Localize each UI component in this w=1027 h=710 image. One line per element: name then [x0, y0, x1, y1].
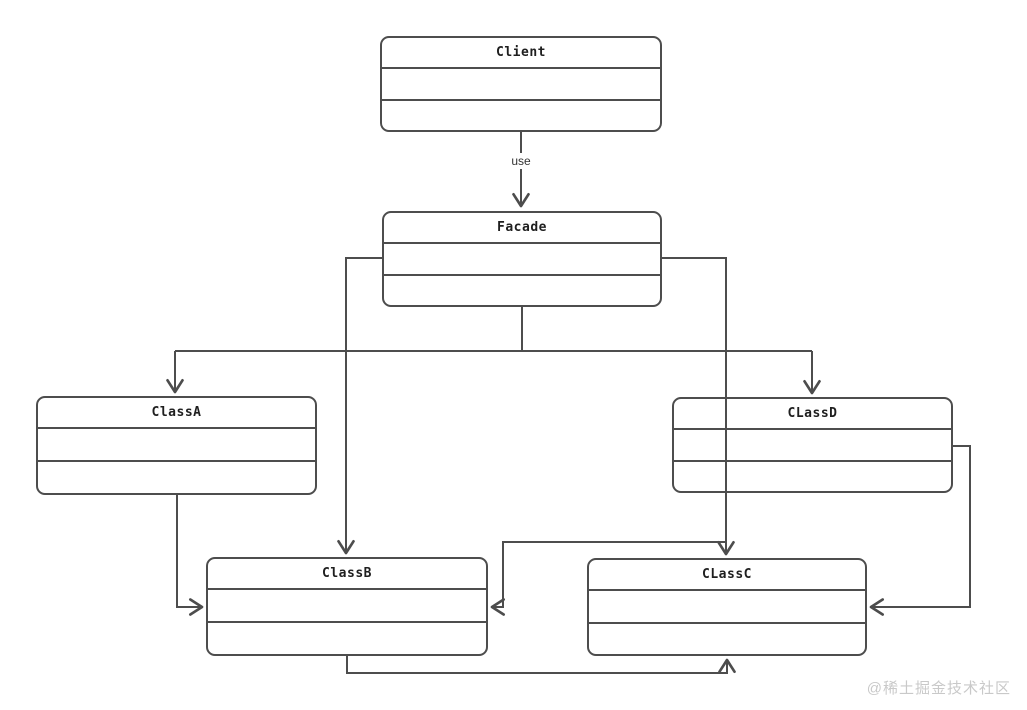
class-title-classa: ClassA [38, 398, 315, 429]
watermark: @稀土掘金技术社区 [866, 680, 1011, 697]
methods-compartment [589, 624, 865, 655]
class-title-client: Client [382, 38, 660, 69]
class-title-classd: CLassD [674, 399, 951, 430]
methods-compartment [384, 276, 660, 306]
edge-classa-classb [176, 495, 204, 616]
methods-compartment [208, 623, 486, 654]
edge-classb-classc [346, 656, 736, 674]
attributes-compartment [384, 244, 660, 276]
methods-compartment [382, 101, 660, 131]
attributes-compartment [674, 430, 951, 462]
attributes-compartment [38, 429, 315, 462]
class-box-classd: CLassD [672, 397, 953, 493]
class-box-facade: Facade [382, 211, 662, 307]
attributes-compartment [382, 69, 660, 101]
class-title-classc: CLassC [589, 560, 865, 591]
edge-facade-classb [337, 257, 382, 555]
methods-compartment [674, 462, 951, 492]
class-box-classa: ClassA [36, 396, 317, 495]
class-box-classc: CLassC [587, 558, 867, 656]
class-box-classb: ClassB [206, 557, 488, 656]
attributes-compartment [208, 590, 486, 623]
attributes-compartment [589, 591, 865, 624]
class-box-client: Client [380, 36, 662, 132]
class-title-classb: ClassB [208, 559, 486, 590]
methods-compartment [38, 462, 315, 493]
edge-label-use: use [507, 153, 535, 169]
class-title-facade: Facade [384, 213, 660, 244]
